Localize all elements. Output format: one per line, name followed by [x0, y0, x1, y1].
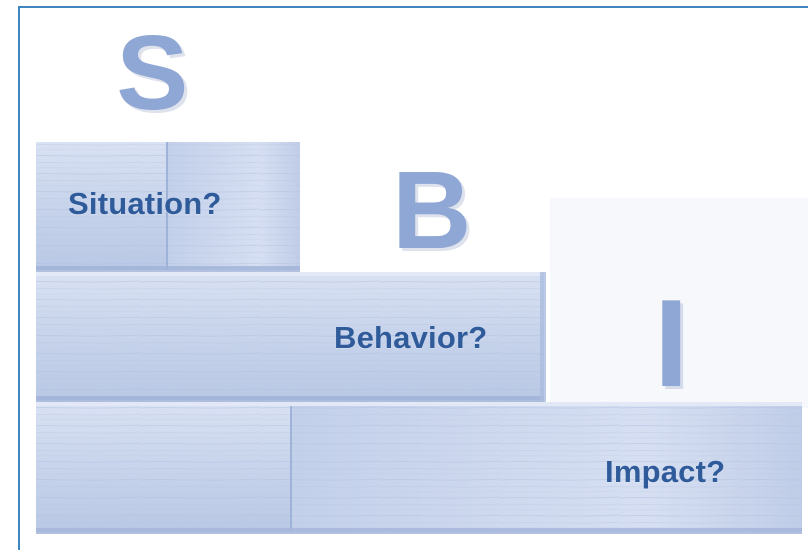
letter-i: I — [654, 275, 689, 413]
behavior-label: Behavior? — [334, 320, 488, 355]
middle-block — [36, 272, 546, 402]
letter-s: S — [116, 14, 189, 132]
situation-label: Situation? — [68, 186, 222, 221]
impact-label: Impact? — [605, 454, 726, 489]
wooden-blocks-illustration — [36, 142, 808, 534]
bottom-blocks — [36, 402, 802, 534]
background-panel — [550, 198, 808, 408]
top-blocks — [36, 142, 300, 272]
letter-b: B — [392, 149, 472, 272]
image-frame: S B I Situation? Behavior? Impact? — [18, 6, 808, 550]
